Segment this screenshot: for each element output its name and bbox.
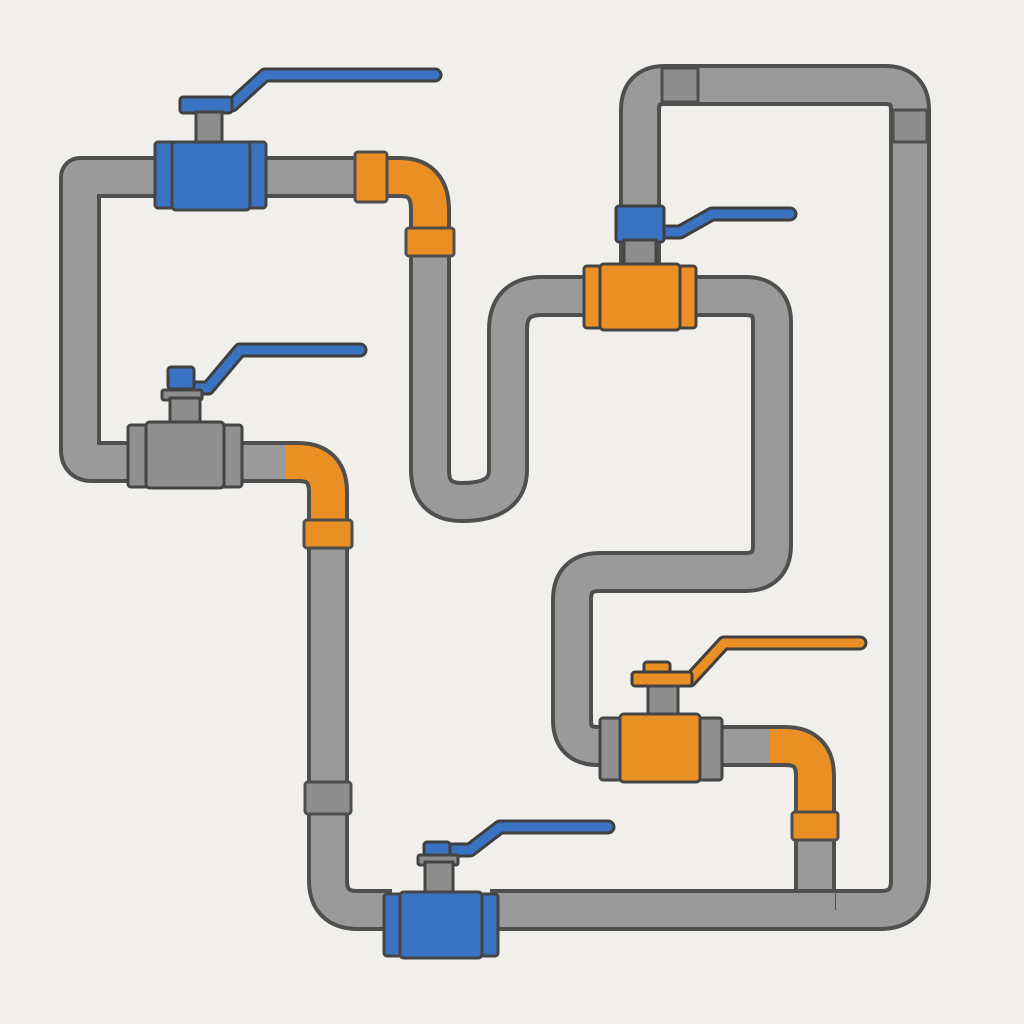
valve-body (618, 712, 702, 784)
valve-stem (622, 238, 658, 268)
orange-elbow-top (353, 150, 456, 258)
valve-body (144, 420, 226, 490)
orange-elbow-lower-right (770, 725, 840, 842)
valve-body (598, 262, 682, 332)
orange-coupling (302, 518, 354, 550)
top-left-blue-valve[interactable] (153, 67, 443, 212)
handle-cap (630, 670, 694, 688)
valve-stem (646, 684, 680, 718)
orange-elbow-middle (285, 441, 354, 550)
valve-stem (423, 860, 455, 896)
gray-coupling (303, 780, 353, 816)
upper-right-orange-valve[interactable] (582, 204, 798, 332)
pipe-long-drop-fill (311, 540, 392, 927)
orange-coupling (404, 226, 456, 258)
valve-body (398, 890, 484, 960)
gray-coupling (660, 66, 700, 104)
valve-stem (194, 110, 224, 146)
bottom-blue-valve[interactable] (382, 819, 616, 960)
pipe-right-loop-fill (700, 68, 927, 927)
valve-handle[interactable] (437, 822, 613, 855)
valve-body (170, 140, 252, 212)
orange-coupling (353, 150, 389, 204)
handle-cap (166, 365, 196, 391)
pipe-s-curve-fill (413, 250, 592, 519)
valve-stem (168, 396, 202, 426)
pipe-left-loop-fill (63, 160, 164, 479)
pipe-right-s-fill (555, 279, 789, 763)
pipe-network (59, 64, 931, 931)
handle-cap (614, 204, 666, 244)
orange-coupling (790, 810, 840, 842)
middle-left-gray-valve[interactable] (126, 342, 368, 490)
gray-coupling (891, 108, 929, 144)
lower-right-orange-valve[interactable] (598, 635, 868, 784)
